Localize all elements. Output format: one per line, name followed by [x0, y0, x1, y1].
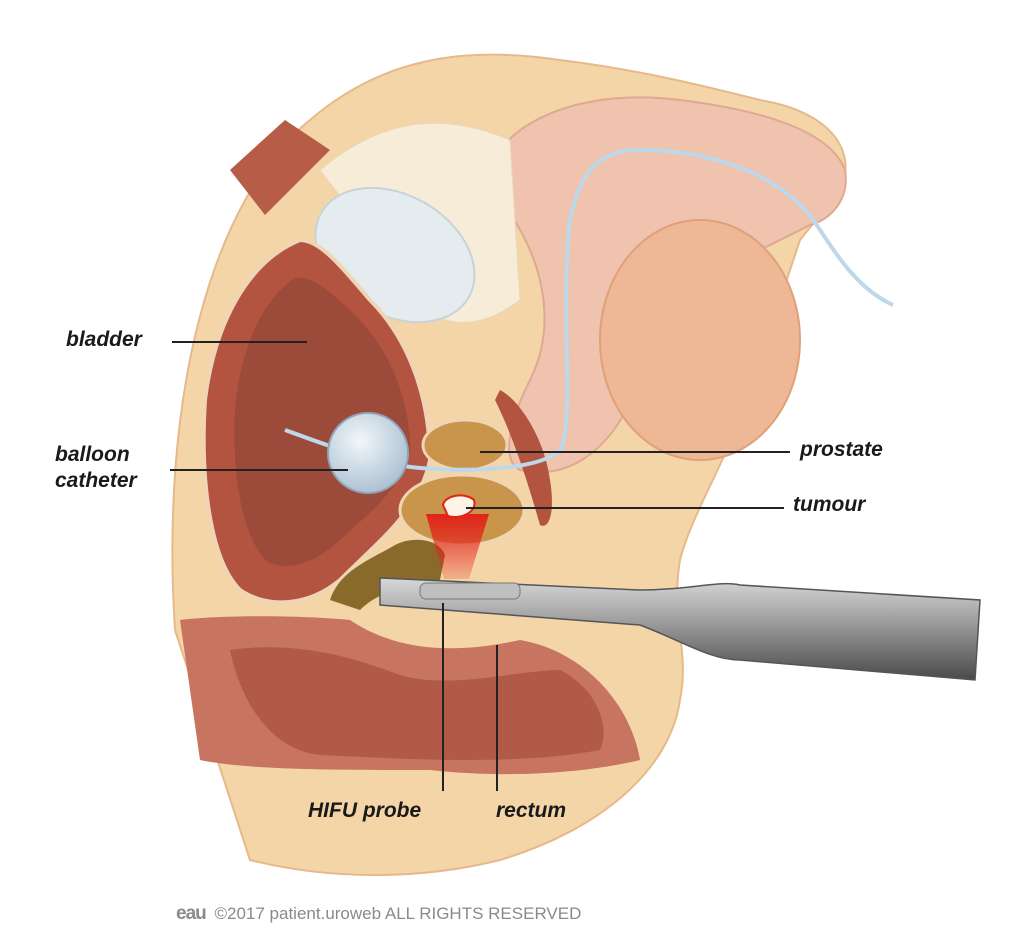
label-balloon-2: catheter [55, 469, 137, 492]
catheter-tube [284, 147, 894, 472]
label-prostate: prostate [800, 438, 883, 461]
copyright-text: ©2017 patient.uroweb ALL RIGHTS RESERVED [214, 904, 582, 923]
copyright-footer: eau ©2017 patient.uroweb ALL RIGHTS RESE… [176, 903, 581, 925]
tumour [441, 494, 476, 518]
label-hifu-probe: HIFU probe [308, 799, 422, 822]
prostate-upper [421, 418, 509, 472]
eau-logo: eau [176, 903, 207, 924]
leader-tumour [466, 507, 784, 509]
leader-rectum [496, 645, 498, 791]
probe-window [419, 582, 521, 600]
leader-prostate [480, 451, 790, 453]
abdominal-muscle [230, 120, 330, 215]
leader-bladder [172, 341, 307, 343]
balloon [327, 412, 409, 494]
label-tumour: tumour [793, 493, 866, 516]
testis [599, 219, 801, 461]
label-balloon-1: balloon [55, 443, 130, 466]
rectal-contents [330, 539, 445, 610]
leader-hifu-probe [442, 603, 444, 791]
hifu-probe [379, 577, 981, 681]
label-rectum: rectum [496, 799, 567, 822]
sphincter [495, 390, 552, 526]
label-bladder: bladder [66, 328, 142, 351]
colon-inner [230, 647, 604, 760]
leader-balloon [170, 469, 348, 471]
ultrasound-beam [426, 514, 489, 579]
